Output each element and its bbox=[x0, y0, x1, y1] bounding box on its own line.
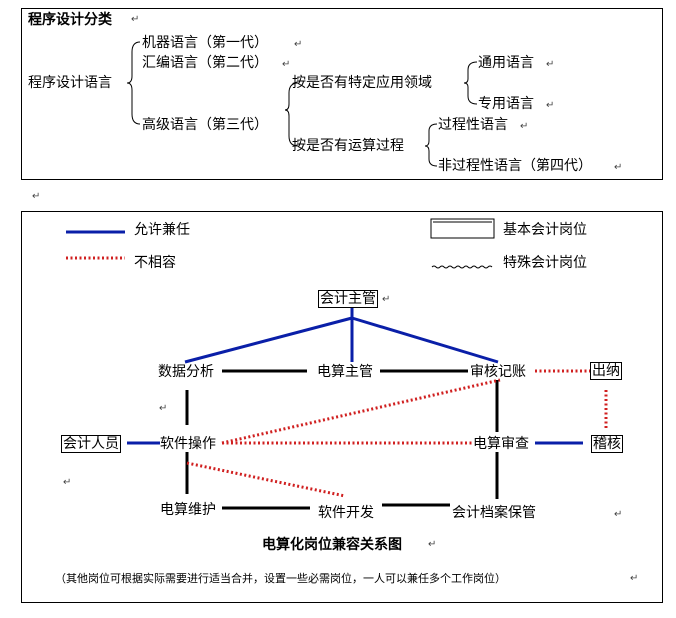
node-procedural-language: 过程性语言 bbox=[438, 117, 508, 133]
line-supervisor-analysis bbox=[184, 316, 353, 364]
return-mark-icon: ↵ bbox=[520, 121, 529, 132]
return-mark-icon: ↵ bbox=[382, 294, 391, 305]
diagram-note: （其他岗位可根据实际需要进行适当合并，设置一些必需岗位，一人可以兼任多个工作岗位… bbox=[55, 572, 506, 585]
node-computing-review: 电算审查 bbox=[473, 436, 529, 452]
diagram-title: 电算化岗位兼容关系图 bbox=[262, 537, 402, 553]
return-mark-icon: ↵ bbox=[546, 59, 555, 70]
node-archive-custody: 会计档案保管 bbox=[452, 505, 536, 521]
line-softwareop-review bbox=[221, 378, 501, 445]
return-mark-icon: ↵ bbox=[159, 403, 168, 414]
node-audit: 稽核 bbox=[591, 435, 623, 453]
brace-process bbox=[424, 123, 438, 167]
return-mark-icon: ↵ bbox=[630, 573, 639, 584]
brace-domain bbox=[463, 61, 478, 105]
return-mark-icon: ↵ bbox=[282, 59, 291, 70]
brace-root bbox=[126, 41, 141, 125]
classification-title: 程序设计分类 bbox=[28, 12, 112, 28]
return-mark-icon: ↵ bbox=[614, 509, 623, 520]
node-accounting-staff: 会计人员 bbox=[61, 435, 121, 453]
node-high-level-language: 高级语言（第三代） bbox=[142, 117, 268, 133]
node-software-operation: 软件操作 bbox=[160, 436, 216, 452]
line-supervisor-review bbox=[351, 316, 499, 364]
node-assembly-language: 汇编语言（第二代） bbox=[142, 55, 268, 71]
node-by-process: 按是否有运算过程 bbox=[292, 138, 404, 154]
brace-high-level bbox=[284, 82, 299, 147]
node-computing-maintenance: 电算维护 bbox=[160, 502, 216, 518]
legend-allowed-label: 允许兼任 bbox=[134, 222, 190, 238]
return-mark-icon: ↵ bbox=[546, 100, 555, 111]
return-mark-icon: ↵ bbox=[614, 162, 623, 173]
classification-panel bbox=[21, 8, 663, 180]
node-nonprocedural-language: 非过程性语言（第四代） bbox=[438, 158, 592, 174]
return-mark-icon: ↵ bbox=[428, 539, 437, 550]
legend-basic-box bbox=[430, 218, 495, 239]
node-software-development: 软件开发 bbox=[318, 505, 374, 521]
node-accounting-supervisor: 会计主管 bbox=[318, 290, 378, 308]
node-programming-language: 程序设计语言 bbox=[28, 75, 112, 91]
node-by-domain: 按是否有特定应用领域 bbox=[292, 75, 432, 91]
node-machine-language: 机器语言（第一代） bbox=[142, 35, 268, 51]
return-mark-icon: ↵ bbox=[294, 39, 303, 50]
node-computing-supervisor: 电算主管 bbox=[317, 364, 373, 380]
return-mark-icon: ↵ bbox=[131, 14, 140, 25]
node-review-posting: 审核记账 bbox=[470, 364, 526, 380]
legend-incompatible-label: 不相容 bbox=[134, 255, 176, 271]
legend-special-wave bbox=[431, 265, 493, 269]
line-softwareop-dev bbox=[186, 461, 346, 498]
node-special-language: 专用语言 bbox=[478, 96, 534, 112]
legend-basic-label: 基本会计岗位 bbox=[503, 222, 587, 238]
node-cashier: 出纳 bbox=[590, 362, 622, 380]
return-mark-icon: ↵ bbox=[63, 477, 72, 488]
return-mark-icon: ↵ bbox=[32, 191, 41, 202]
node-general-language: 通用语言 bbox=[478, 55, 534, 71]
legend-special-label: 特殊会计岗位 bbox=[503, 255, 587, 271]
node-data-analysis: 数据分析 bbox=[158, 364, 214, 380]
compatibility-panel bbox=[21, 211, 663, 603]
